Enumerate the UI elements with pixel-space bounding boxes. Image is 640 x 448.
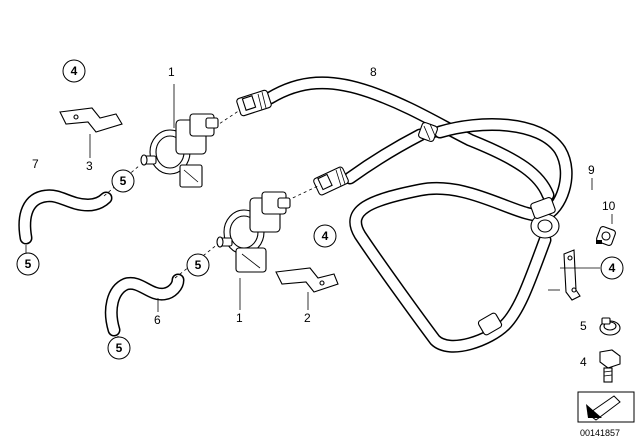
bracket-lower [275,267,339,293]
callout-9: 9 [588,163,595,177]
callout-6: 6 [154,313,161,327]
circled-label-4-right-text: 4 [609,261,616,275]
clamp-bracket [563,249,581,301]
legend-arrow-box [577,391,635,423]
callout-4-side: 4 [580,355,587,369]
circled-label-5-bottom-text: 5 [116,341,123,355]
hose-connector-upper [236,89,272,117]
callout-7: 7 [32,157,39,171]
valve-upper [140,113,219,188]
hose-connector-lower [313,166,349,196]
circled-label-4-right: 4 [600,256,624,280]
circled-label-5-middle-text: 5 [195,258,202,272]
callout-5-side: 5 [580,319,587,333]
circled-label-5-middle: 5 [186,253,210,277]
valve-lower [216,191,291,273]
circled-label-4-middle: 4 [313,224,337,248]
nut-10 [596,226,616,246]
callout-1-upper: 1 [168,65,175,79]
callout-3: 3 [86,159,93,173]
callout-2: 2 [304,311,311,325]
circled-label-5-left-text: 5 [25,257,32,271]
hose-assembly [263,76,573,353]
hose-6 [104,273,185,337]
circled-label-4-middle-text: 4 [322,229,329,243]
hose-clamp-small [599,317,621,336]
hose-7 [18,189,113,245]
circled-label-4-topleft-text: 4 [71,64,78,78]
circled-label-5-upper-text: 5 [120,174,127,188]
circled-label-5-upper: 5 [111,169,135,193]
callout-1-lower: 1 [236,311,243,325]
callout-10: 10 [602,199,616,213]
circled-label-5-bottom: 5 [107,336,131,360]
circled-label-4-topleft: 4 [62,59,86,83]
callout-8: 8 [370,65,377,79]
screw-small [599,349,621,383]
circled-label-5-left: 5 [16,252,40,276]
bracket-upper [59,107,123,133]
document-id: 00141857 [580,428,620,438]
